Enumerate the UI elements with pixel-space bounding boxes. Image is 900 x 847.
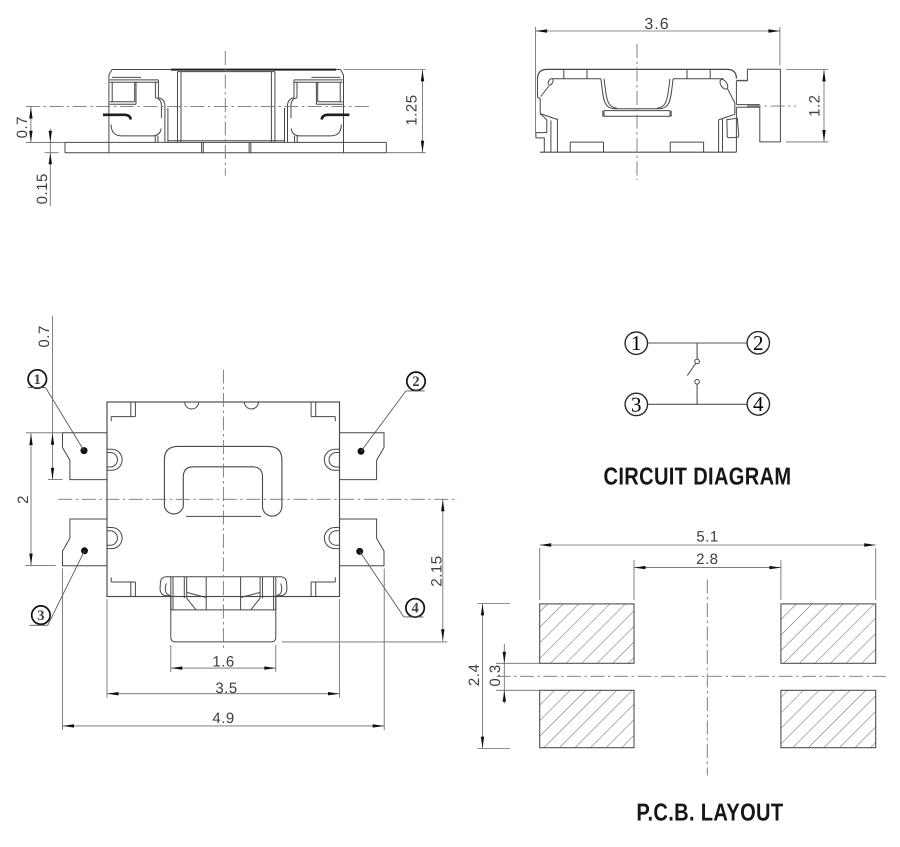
svg-text:4: 4 [753,392,764,416]
svg-text:3: 3 [631,392,642,416]
svg-text:2: 2 [753,331,764,355]
svg-text:1.25: 1.25 [404,94,421,125]
svg-text:3.5: 3.5 [215,680,237,697]
svg-text:4: 4 [411,601,418,617]
svg-text:P.C.B. LAYOUT: P.C.B. LAYOUT [636,800,783,827]
svg-text:4.9: 4.9 [212,710,234,727]
svg-text:1: 1 [34,372,41,388]
svg-text:0.3: 0.3 [487,664,504,686]
svg-text:2.15: 2.15 [429,555,446,586]
svg-text:3.6: 3.6 [644,16,669,33]
svg-text:1.2: 1.2 [807,95,824,117]
svg-text:2.4: 2.4 [466,664,483,686]
svg-text:0.15: 0.15 [34,173,51,204]
svg-text:0.7: 0.7 [36,325,53,347]
svg-text:0.7: 0.7 [14,116,31,138]
svg-text:CIRCUIT DIAGRAM: CIRCUIT DIAGRAM [604,464,792,491]
svg-text:3: 3 [37,608,44,624]
svg-text:2: 2 [15,495,32,504]
svg-text:1: 1 [631,331,642,355]
svg-text:2.8: 2.8 [696,551,718,568]
svg-text:1.6: 1.6 [212,653,234,670]
svg-text:5.1: 5.1 [696,529,718,546]
svg-text:2: 2 [412,374,419,390]
